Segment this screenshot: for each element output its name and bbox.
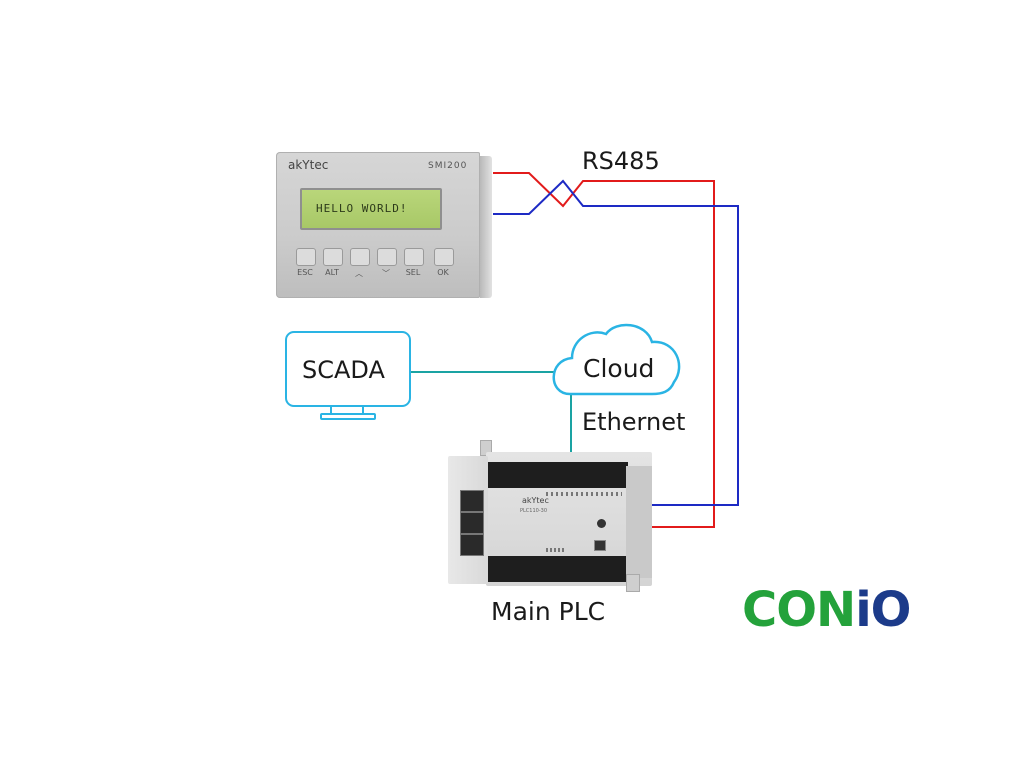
- panel-model: SMI200: [428, 161, 468, 171]
- sel-key-label: SEL: [405, 268, 421, 277]
- rj45-port-2: [460, 512, 484, 534]
- lcd-display: HELLO WORLD!: [300, 188, 442, 230]
- conio-logo: CONiO: [742, 586, 911, 634]
- panel-brand: akYtec: [288, 158, 329, 172]
- cloud-icon: [552, 323, 681, 396]
- logo-part-io: iO: [855, 582, 911, 638]
- main-plc-device: akYtec PLC110-30: [448, 440, 656, 592]
- ok-key-label: OK: [437, 268, 449, 277]
- sel-key[interactable]: [404, 248, 424, 266]
- down-key[interactable]: [377, 248, 397, 266]
- plc-usb-port: [594, 540, 606, 551]
- cloud-label: Cloud: [583, 354, 655, 383]
- rs485-wire-red: [493, 172, 715, 528]
- rs485-label: RS485: [582, 147, 660, 175]
- esc-key[interactable]: [296, 248, 316, 266]
- plc-mount-tab-bottom: [626, 574, 640, 592]
- logo-part-con: CON: [742, 582, 856, 638]
- rs485-wire-blue: [493, 179, 739, 506]
- plc-right-side: [626, 466, 652, 578]
- smi200-panel: akYtec SMI200 HELLO WORLD! ESC ALT ︿ ﹀ S…: [276, 152, 492, 300]
- rj45-port-3: [460, 534, 484, 556]
- down-key-label: ﹀: [382, 269, 390, 278]
- plc-switch: [597, 519, 606, 528]
- plc-led-row: [546, 492, 622, 496]
- ethernet-label: Ethernet: [582, 408, 686, 436]
- plc-led-row-2: [546, 548, 564, 552]
- plc-model: PLC110-30: [520, 508, 548, 514]
- scada-label: SCADA: [302, 356, 385, 384]
- lcd-text: HELLO WORLD!: [316, 202, 408, 215]
- rj45-port-1: [460, 490, 484, 512]
- scada-monitor-base: [320, 413, 376, 420]
- plc-brand: akYtec: [522, 496, 549, 505]
- esc-key-label: ESC: [297, 268, 313, 277]
- alt-key-label: ALT: [325, 268, 339, 277]
- main-plc-label: Main PLC: [491, 597, 606, 626]
- up-key-label: ︿: [355, 269, 363, 278]
- ok-key[interactable]: [434, 248, 454, 266]
- up-key[interactable]: [350, 248, 370, 266]
- panel-side: [480, 156, 492, 298]
- plc-top-terminals: [488, 462, 628, 488]
- scada-monitor-icon: [285, 331, 411, 407]
- alt-key[interactable]: [323, 248, 343, 266]
- plc-bottom-terminals: [488, 556, 628, 582]
